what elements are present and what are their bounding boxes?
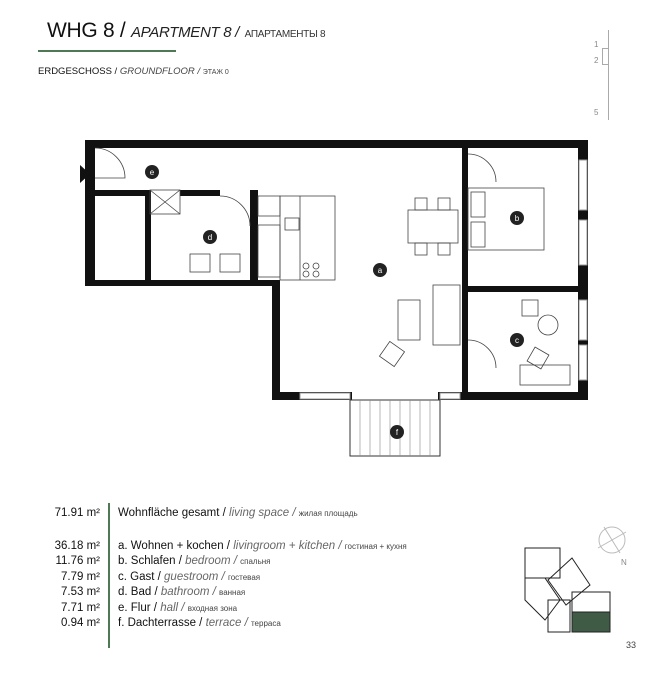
room-label-d: d — [203, 230, 217, 244]
walls — [85, 140, 588, 400]
title-rule — [38, 50, 176, 52]
room-label-e: e — [145, 165, 159, 179]
area-value: 71.91 m² — [54, 507, 100, 519]
svg-text:f: f — [396, 428, 399, 437]
svg-text:a: a — [378, 266, 383, 275]
title-en: APARTMENT 8 / — [130, 24, 240, 41]
room-label-b: b — [510, 211, 524, 225]
svg-text:d: d — [208, 233, 212, 242]
floor-indicator: 1 2 5 — [590, 30, 620, 120]
title-ru: АПАРТАМЕНТЫ 8 — [244, 29, 326, 40]
entrance-arrow-icon — [80, 165, 90, 183]
floor-level: 5 — [594, 108, 599, 117]
floor-level: 1 — [594, 40, 599, 49]
compass-icon: N — [597, 526, 627, 567]
floor-de: ERDGESCHOSS / — [38, 66, 118, 77]
page-title: WHG 8 / APARTMENT 8 / АПАРТАМЕНТЫ 8 — [47, 19, 326, 43]
svg-text:e: e — [150, 168, 155, 177]
room-label-f: f — [390, 425, 404, 439]
title-de: WHG 8 / — [47, 19, 126, 42]
areas-divider — [108, 503, 110, 648]
area-label: Wohnfläche gesamt / living space / жилая… — [118, 507, 358, 519]
room-label-a: a — [373, 263, 387, 277]
floor-level: 2 — [594, 56, 599, 65]
svg-text:c: c — [515, 336, 519, 345]
svg-text:N: N — [621, 558, 627, 567]
svg-text:b: b — [515, 214, 520, 223]
floor-subtitle: ERDGESCHOSS / GROUNDFLOOR / ЭТАЖ 0 — [38, 66, 229, 77]
room-label-c: c — [510, 333, 524, 347]
terrace — [349, 399, 441, 457]
current-floor-bracket — [602, 48, 609, 65]
windows — [299, 159, 588, 400]
floor-en: GROUNDFLOOR / — [119, 66, 201, 77]
floor-line — [608, 30, 609, 120]
furniture — [94, 147, 571, 386]
page-number: 33 — [626, 640, 637, 650]
key-plan — [524, 547, 611, 633]
floor-ru: ЭТАЖ 0 — [202, 69, 229, 76]
room-labels: e d a b c f — [145, 165, 524, 439]
